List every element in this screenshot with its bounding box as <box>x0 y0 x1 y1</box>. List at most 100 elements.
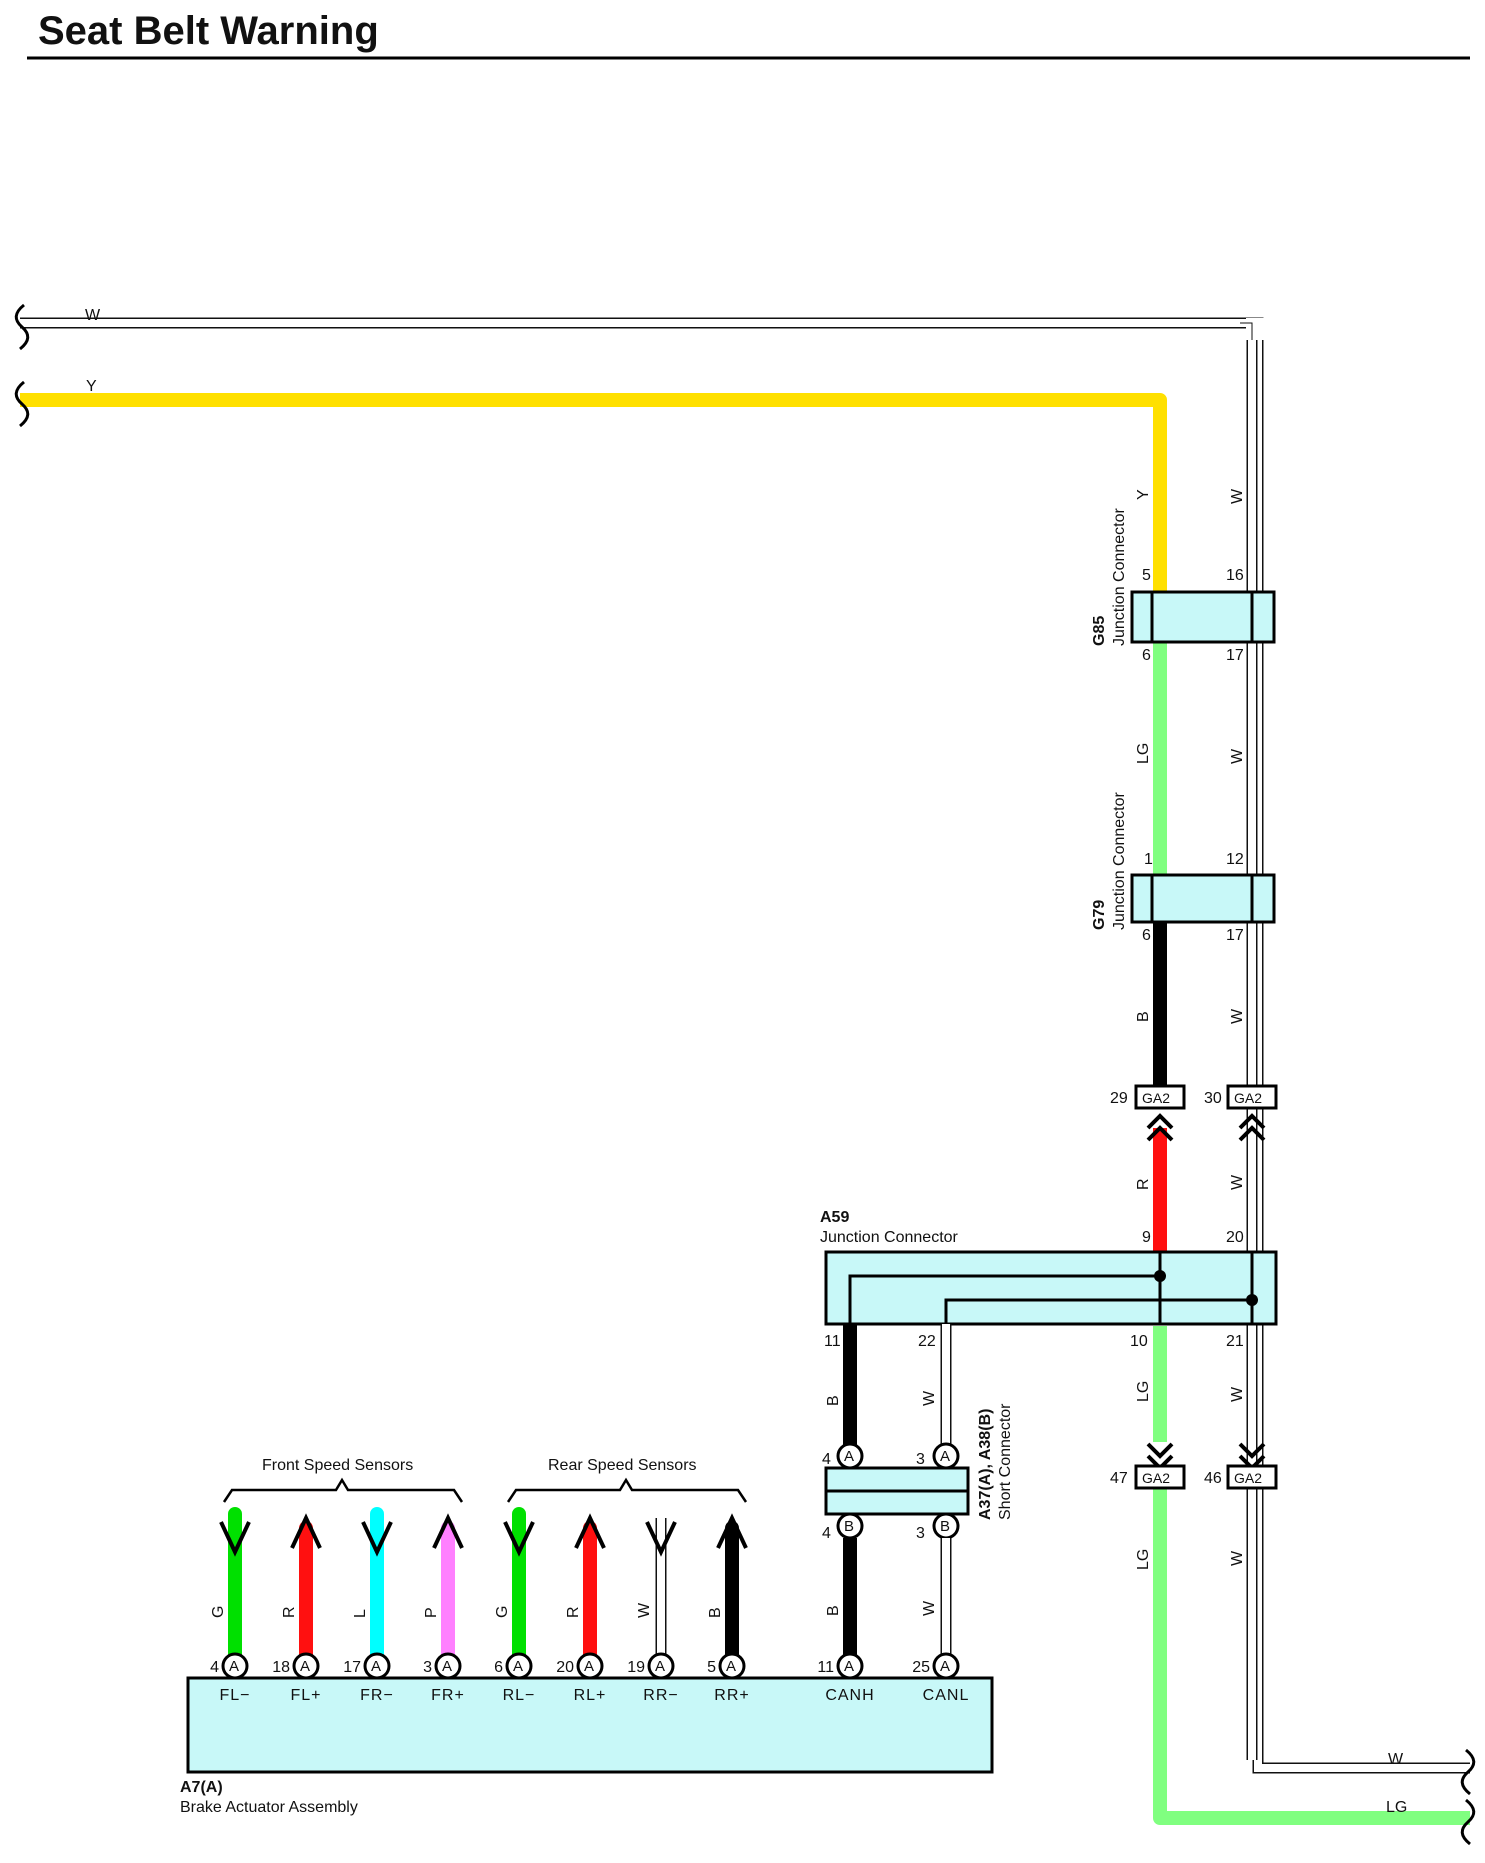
connector-g79 <box>1130 873 1276 924</box>
a59-id: A59 <box>820 1209 849 1226</box>
a7-terminal-letter: A <box>371 1658 381 1675</box>
break-mark-w-out <box>1460 1748 1476 1796</box>
wire-label-b-a59: B <box>825 1395 842 1406</box>
short-bottom-pin-3: 3 <box>916 1525 925 1542</box>
page-title: Seat Belt Warning <box>38 9 379 53</box>
wire-label-w-lower: W <box>1229 1550 1246 1566</box>
ga2-bottom-pin-46: 46 <box>1204 1470 1222 1487</box>
wire-label-w-a59: W <box>1229 1386 1246 1402</box>
connector-short <box>824 1466 970 1516</box>
g79-pin-6: 6 <box>1142 927 1151 944</box>
sensor-wire-label: L <box>352 1609 369 1618</box>
sensor-wire-label: P <box>423 1607 440 1618</box>
wire-label-w-g85: W <box>1229 488 1246 504</box>
a7-terminal-letter: A <box>229 1658 239 1675</box>
g79-id: G79 <box>1091 900 1108 930</box>
break-mark-lg-out <box>1460 1798 1476 1846</box>
wire-label-w-out: W <box>1388 1751 1404 1768</box>
wire-label-w-g79: W <box>1229 748 1246 764</box>
wire-label-lg-g79: LG <box>1135 743 1152 764</box>
sensor-wire-rl-minus <box>503 1507 535 1663</box>
a7-signal-name: FL+ <box>290 1687 321 1704</box>
a59-name: Junction Connector <box>820 1229 959 1246</box>
short-letter-b-1: B <box>844 1518 854 1535</box>
a59-pin-9: 9 <box>1142 1229 1151 1246</box>
a59-pin-11: 11 <box>824 1333 841 1350</box>
a7-pin-number: 19 <box>627 1659 645 1676</box>
a7-terminal-letter: A <box>513 1658 523 1675</box>
a7-pin-number: 17 <box>343 1659 361 1676</box>
sensor-wire-rr-minus <box>645 1518 677 1656</box>
ga2-bottom-right-label: GA2 <box>1234 1470 1262 1486</box>
g79-pin-17: 17 <box>1226 927 1244 944</box>
short-name: Short Connector <box>997 1403 1014 1520</box>
a7-pin-number: 4 <box>210 1659 219 1676</box>
front-sensors-brace <box>222 1477 464 1503</box>
a7-pin-number: 20 <box>556 1659 574 1676</box>
vertical-wire-labels: Y W LG W B W R W LG W LG W <box>1135 488 1246 1570</box>
sensor-wire-label: W <box>636 1602 653 1618</box>
a59-pin-22: 22 <box>918 1333 936 1350</box>
sensor-wire-label: R <box>281 1606 298 1618</box>
short-top-pin-4: 4 <box>822 1451 831 1468</box>
ga2-top-pin-29: 29 <box>1110 1090 1128 1107</box>
a7-signal-name: CANL <box>923 1687 970 1704</box>
a7-signal-name: RR+ <box>714 1687 749 1704</box>
ga2-bottom-left-label: GA2 <box>1142 1470 1170 1486</box>
ga2-top-left-label: GA2 <box>1142 1090 1170 1106</box>
g85-pin-5: 5 <box>1142 567 1151 584</box>
g85-pin-17: 17 <box>1226 647 1244 664</box>
w-corner-mask <box>1246 318 1266 340</box>
wire-y-top <box>20 393 1167 592</box>
a7-terminals: A4FL−A18FL+A17FR−A3FR+A6RL−A20RL+A19RR−A… <box>210 1652 970 1704</box>
g79-name: Junction Connector <box>1111 791 1128 930</box>
rear-sensors-label: Rear Speed Sensors <box>548 1457 697 1474</box>
a7-pin-number: 25 <box>912 1659 930 1676</box>
wire-label-w-ga2: W <box>1229 1008 1246 1024</box>
a7-pin-number: 6 <box>494 1659 503 1676</box>
sensor-wire-rr-plus <box>716 1513 748 1663</box>
connector-ga2-top <box>1134 1084 1278 1142</box>
a59-pin-21: 21 <box>1226 1333 1244 1350</box>
short-letter-a-2: A <box>940 1448 950 1465</box>
wire-label-w-a59-2: W <box>921 1390 938 1406</box>
wire-lg-bottom <box>1153 1488 1470 1825</box>
g85-pin-16: 16 <box>1226 567 1244 584</box>
a7-terminal-letter: A <box>655 1658 665 1675</box>
a7-terminal-letter: A <box>940 1658 950 1675</box>
a7-id: A7(A) <box>180 1779 223 1796</box>
sensor-wire-fr-minus <box>361 1507 393 1663</box>
wire-label-lg-lower: LG <box>1135 1549 1152 1570</box>
a7-name: Brake Actuator Assembly <box>180 1799 358 1816</box>
connector-a59 <box>824 1250 1278 1326</box>
short-letter-a-1: A <box>844 1448 854 1465</box>
a7-signal-name: FR− <box>360 1687 394 1704</box>
ga2-top-pin-30: 30 <box>1204 1090 1222 1107</box>
ga2-bottom-pin-47: 47 <box>1110 1470 1128 1487</box>
sensor-wire-label: B <box>707 1607 724 1618</box>
a7-signal-name: RL− <box>503 1687 536 1704</box>
wire-label-b-canh: B <box>825 1605 842 1616</box>
sensor-wire-label: G <box>210 1606 227 1618</box>
a59-pin-20: 20 <box>1226 1229 1244 1246</box>
sensor-wire-label: G <box>494 1606 511 1618</box>
short-id: A37(A), A38(B) <box>977 1409 994 1520</box>
a7-signal-name: FR+ <box>431 1687 465 1704</box>
a7-signal-name: RR− <box>643 1687 678 1704</box>
a7-terminal-letter: A <box>442 1658 452 1675</box>
wire-label-y-g85: Y <box>1135 489 1152 500</box>
sensor-wire-rl-plus <box>574 1513 606 1663</box>
wire-label-y-top: Y <box>86 378 97 395</box>
ga2-top-right-label: GA2 <box>1234 1090 1262 1106</box>
